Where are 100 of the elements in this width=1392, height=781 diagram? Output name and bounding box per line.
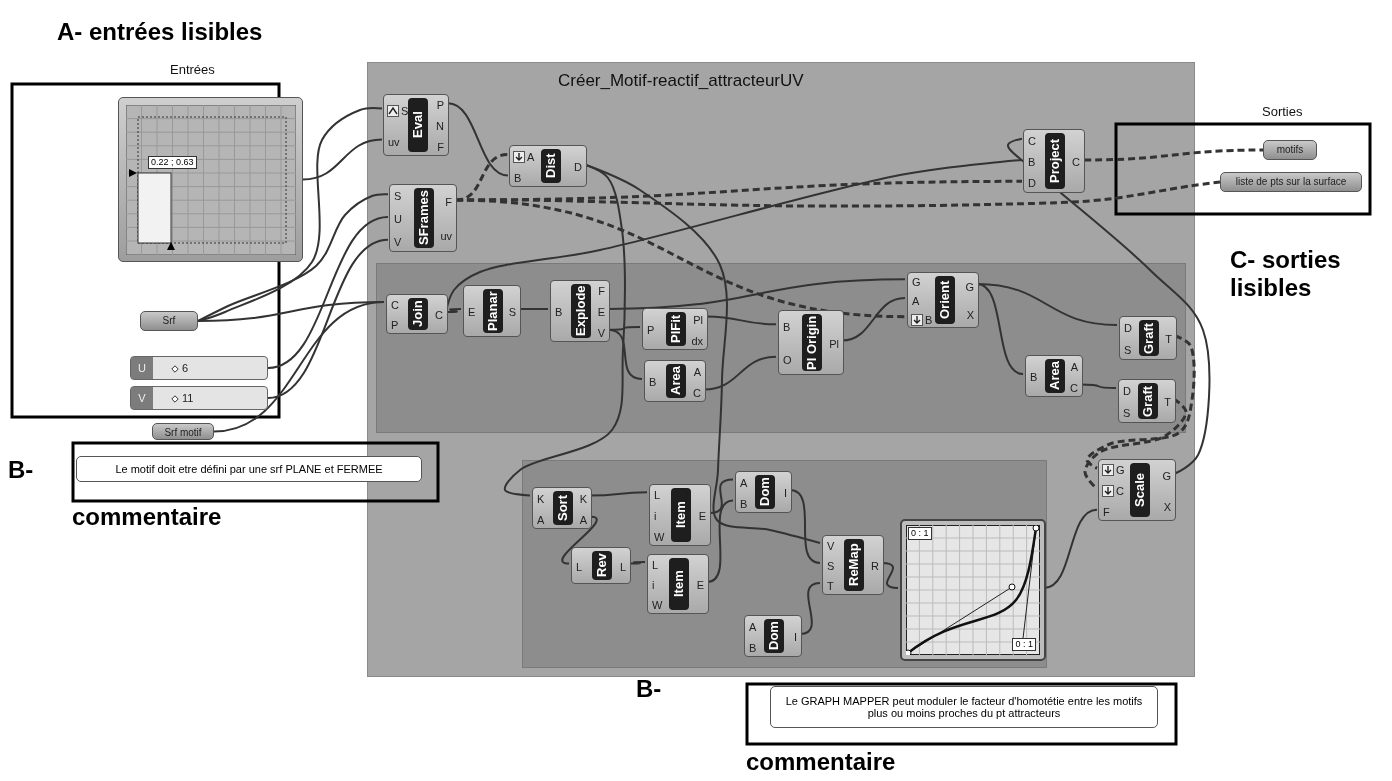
wire	[447, 102, 509, 177]
component-block	[1023, 129, 1085, 193]
annotation-heading: A- entrées lisibles	[57, 18, 263, 46]
input-port-label: L	[652, 558, 659, 572]
input-port-label: B	[783, 320, 791, 335]
component-name: Join	[408, 298, 428, 330]
input-port-label: B	[514, 170, 522, 185]
component-name: Graft	[1139, 320, 1159, 356]
component-name: Project	[1045, 133, 1065, 189]
output-port-label: C	[693, 385, 701, 400]
output-port-label: X	[1163, 499, 1171, 514]
input-port-label: A	[912, 294, 920, 308]
component-block	[642, 308, 708, 350]
group-label: Entrées	[170, 62, 215, 77]
output-port-label: S	[508, 305, 516, 319]
input-port-label: i	[654, 509, 657, 523]
output-port-label: F	[598, 284, 605, 299]
wire	[703, 355, 777, 391]
component-block	[735, 471, 792, 513]
wire	[1043, 508, 1098, 589]
component-name: Item	[669, 558, 689, 610]
wire	[267, 216, 389, 369]
parameter-block	[1263, 140, 1317, 160]
input-port-label: W	[652, 598, 663, 612]
wire	[706, 499, 734, 583]
component-name: Sort	[553, 491, 573, 525]
component-name: PlFit	[666, 312, 686, 346]
component-name: SFrames	[414, 188, 434, 248]
parameter-name: Srf	[161, 314, 177, 328]
component-block	[907, 272, 979, 328]
input-port-label: G	[912, 275, 921, 290]
input-port-label: O	[783, 352, 792, 367]
output-port-label: Pl	[829, 336, 839, 351]
component-block	[778, 310, 844, 375]
component-block	[1118, 379, 1176, 423]
component-block	[463, 285, 521, 337]
input-port-label: D	[1123, 384, 1131, 398]
wire	[589, 491, 648, 497]
number-slider	[130, 386, 268, 410]
wire	[1007, 137, 1211, 475]
component-name: Item	[671, 488, 691, 542]
group-title: Créer_Motif-reactif_attracteurUV	[558, 71, 804, 91]
component-name: Explode	[571, 284, 591, 338]
input-port-label: U	[394, 212, 402, 226]
output-port-label: G	[965, 280, 974, 294]
dashed-wire	[456, 180, 1221, 208]
slider-value: 11	[182, 391, 194, 405]
output-port-label: E	[597, 305, 605, 319]
component-name: Rev	[592, 551, 612, 580]
output-port-label: dx	[691, 333, 703, 348]
group-label: Sorties	[1262, 104, 1303, 119]
input-port-label: S	[394, 189, 402, 204]
component-name: ReMap	[844, 539, 864, 591]
parameter-block	[1220, 172, 1362, 192]
input-port-label: S	[1123, 406, 1131, 420]
input-port-label: S	[401, 103, 409, 118]
output-port-label: K	[579, 491, 587, 506]
output-port-label: uv	[440, 229, 452, 243]
component-block	[386, 294, 448, 334]
range-tag: 0 : 1	[908, 527, 932, 540]
input-port-label: B	[925, 312, 933, 327]
component-block	[532, 487, 592, 529]
output-port-label: R	[871, 559, 879, 573]
component-name: Area	[1045, 359, 1065, 393]
component-block	[389, 184, 457, 252]
comment-text: Le GRAPH MAPPER peut moduler le facteur d'homotétie entre les motifs plus ou moins proches du pt attracteurs	[784, 695, 1144, 719]
output-port-label: V	[597, 325, 605, 340]
wire	[607, 278, 906, 310]
component-block	[571, 547, 631, 584]
uv-slider-panel	[118, 97, 303, 262]
input-port-label: S	[1124, 343, 1132, 357]
component-block	[1119, 316, 1177, 360]
comment-text: Le motif doit etre défini par une srf PLANE et FERMEE	[114, 463, 384, 475]
input-port-label: B	[555, 305, 563, 319]
annotation-heading: B-	[636, 675, 662, 703]
component-name: Dom	[764, 619, 784, 653]
range-tag: 0 : 1	[1012, 638, 1036, 651]
slider-value: 6	[182, 361, 189, 375]
component-block	[550, 280, 610, 342]
wire	[976, 283, 1024, 375]
output-port-label: F	[445, 195, 452, 209]
comment-panel	[76, 456, 422, 482]
output-port-label: Pl	[693, 312, 703, 327]
component-name: Area	[666, 364, 686, 398]
component-block	[509, 145, 587, 187]
dashed-wire	[1085, 334, 1196, 470]
component-name: Pl Origin	[802, 314, 822, 371]
wire	[881, 562, 899, 589]
number-slider	[130, 356, 268, 380]
annotation-heading: commentaire	[72, 503, 222, 531]
wire	[585, 164, 821, 544]
output-port-label: L	[619, 559, 626, 574]
wire	[561, 515, 598, 565]
slider-name: U	[131, 357, 153, 379]
input-port-label: B	[740, 496, 748, 511]
wire	[789, 489, 821, 564]
component-name: Scale	[1130, 463, 1150, 517]
input-port-label: P	[647, 323, 655, 337]
graph-mapper-panel	[900, 519, 1046, 661]
output-port-label: C	[1072, 155, 1080, 169]
